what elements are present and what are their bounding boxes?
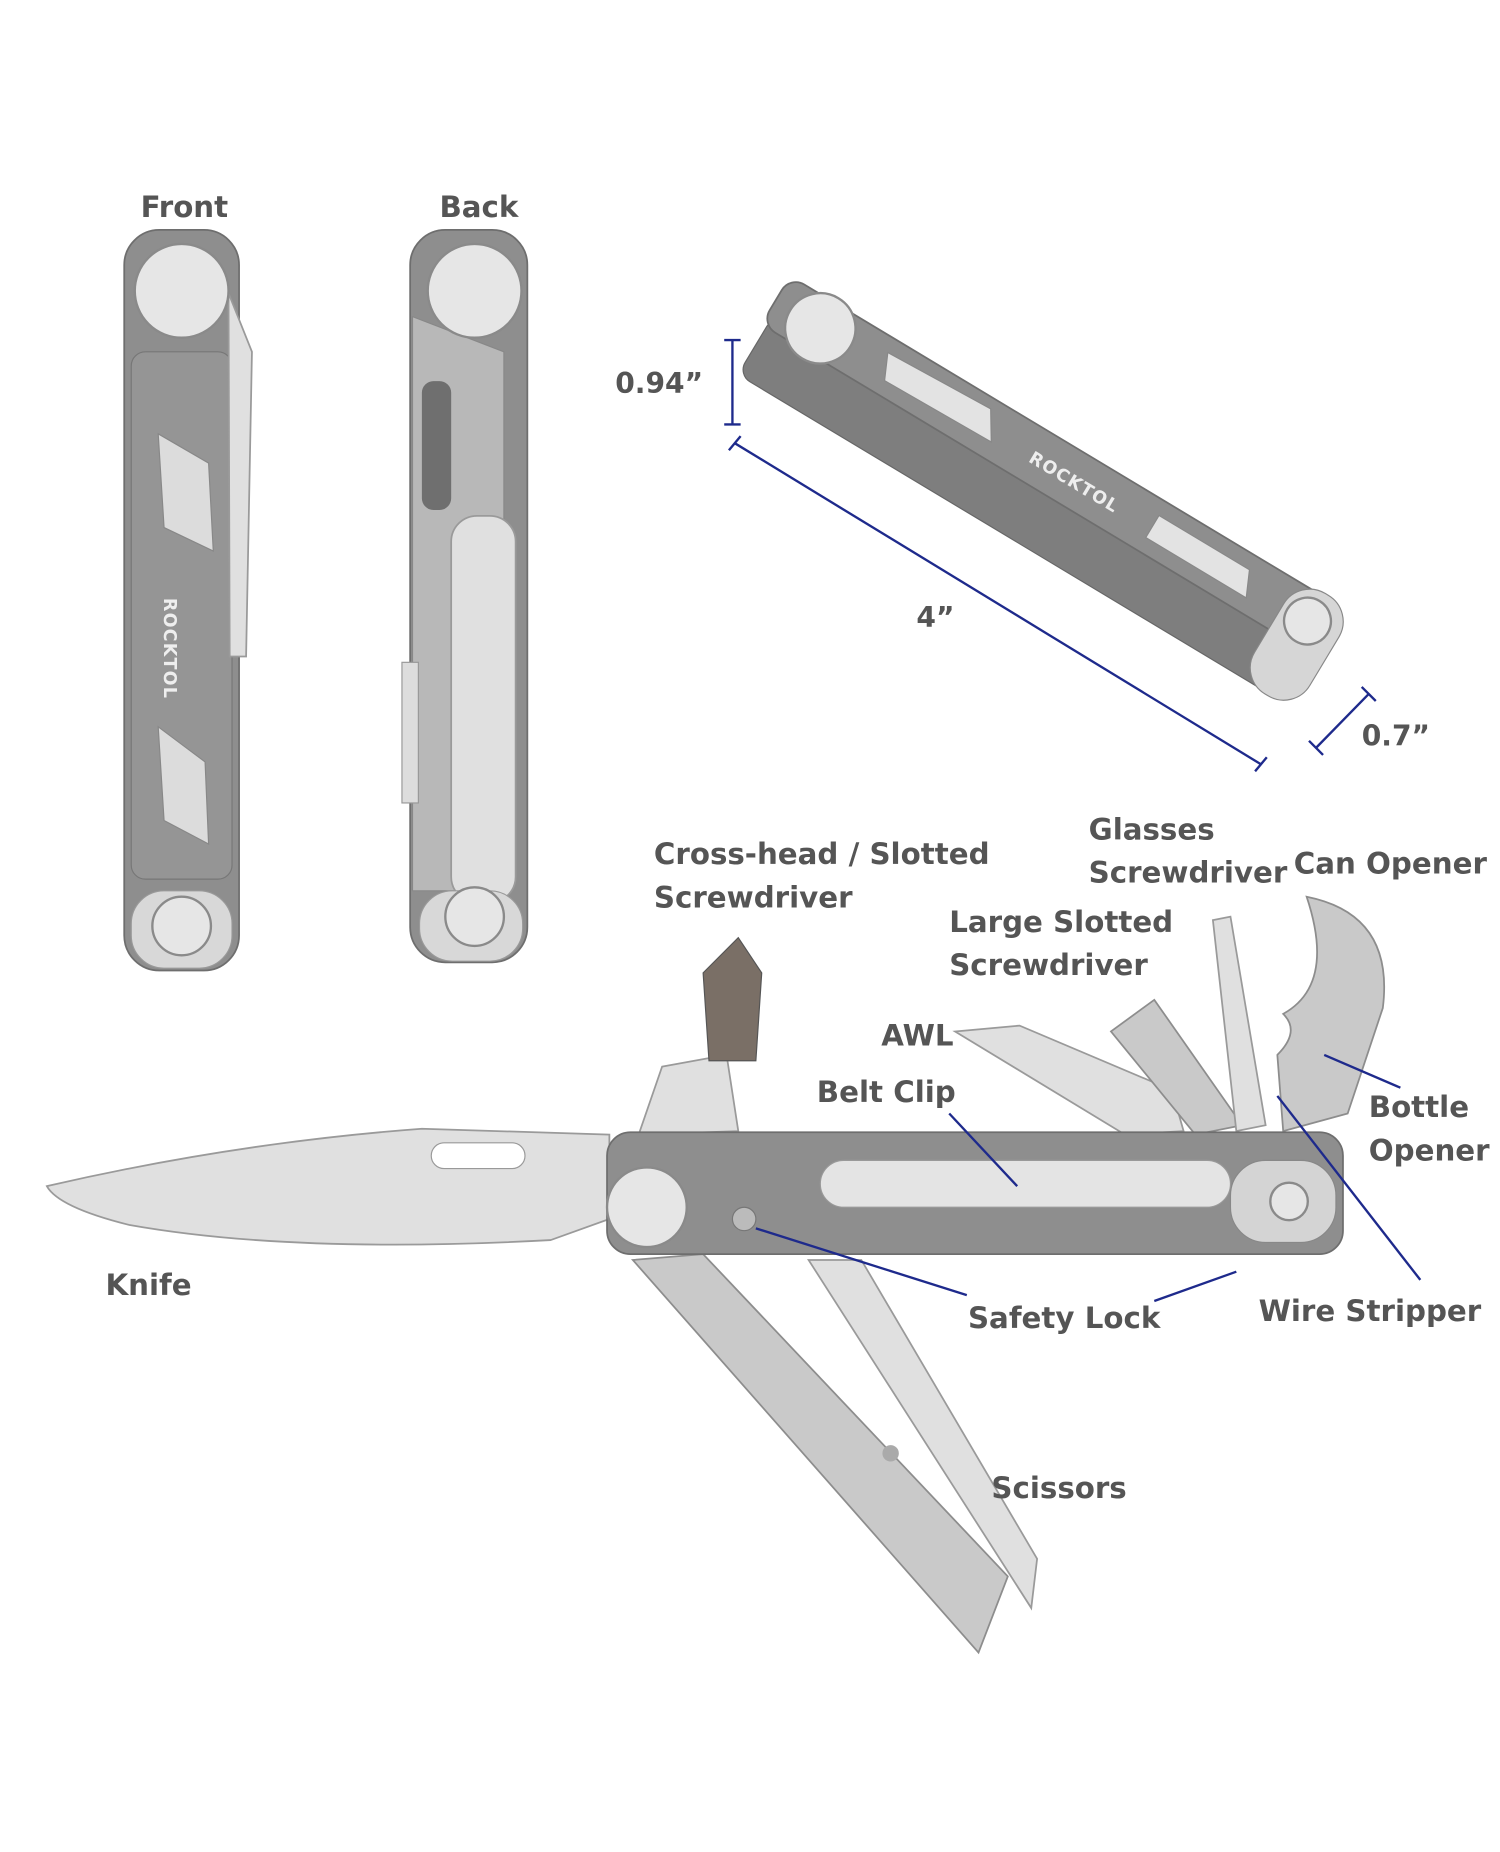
label-front: Front xyxy=(141,190,229,224)
dimension-width: 0.7” xyxy=(1362,720,1430,753)
label-awl: AWL xyxy=(881,1019,953,1053)
callout-lines xyxy=(755,1053,1422,1303)
label-knife: Knife xyxy=(105,1268,191,1302)
belt-clip xyxy=(819,1159,1232,1208)
dimension-length: 4” xyxy=(916,601,954,634)
label-safety-lock: Safety Lock xyxy=(968,1301,1162,1335)
label-bottle-1: Bottle xyxy=(1369,1090,1469,1124)
label-wire-stripper: Wire Stripper xyxy=(1259,1294,1482,1328)
label-belt-clip: Belt Clip xyxy=(817,1075,956,1109)
label-crosshead-2: Screwdriver xyxy=(654,880,853,914)
can-opener xyxy=(1276,895,1385,1133)
pivot-screw-icon xyxy=(133,242,230,339)
label-back: Back xyxy=(439,190,519,224)
label-glasses-2: Screwdriver xyxy=(1089,856,1288,890)
brand-front: ROCKTOL xyxy=(159,598,179,699)
label-crosshead-1: Cross-head / Slotted xyxy=(654,837,990,871)
label-can-opener: Can Opener xyxy=(1294,846,1488,880)
closed-view: ROCKTOL xyxy=(742,281,1344,701)
dimension-height: 0.94” xyxy=(615,367,703,400)
glasses-screwdriver xyxy=(1211,915,1267,1133)
screw-icon xyxy=(151,895,213,957)
front-view: ROCKTOL xyxy=(123,229,253,972)
knife-blade xyxy=(45,1127,611,1246)
label-glasses-1: Glasses xyxy=(1089,812,1215,846)
dimension-lines xyxy=(724,338,1377,773)
crosshead-bit xyxy=(702,936,763,1062)
back-view xyxy=(401,229,529,964)
label-large-slotted-1: Large Slotted xyxy=(949,905,1173,939)
scissors xyxy=(630,1253,1039,1655)
safety-lock-icon xyxy=(731,1206,757,1232)
tool-labels: Cross-head / Slotted Screwdriver Glasses… xyxy=(105,812,1490,1505)
belt-clip-back xyxy=(450,514,517,904)
label-scissors: Scissors xyxy=(991,1471,1126,1505)
label-large-slotted-2: Screwdriver xyxy=(949,948,1148,982)
label-bottle-2: Opener xyxy=(1369,1133,1490,1167)
open-view xyxy=(45,895,1385,1655)
